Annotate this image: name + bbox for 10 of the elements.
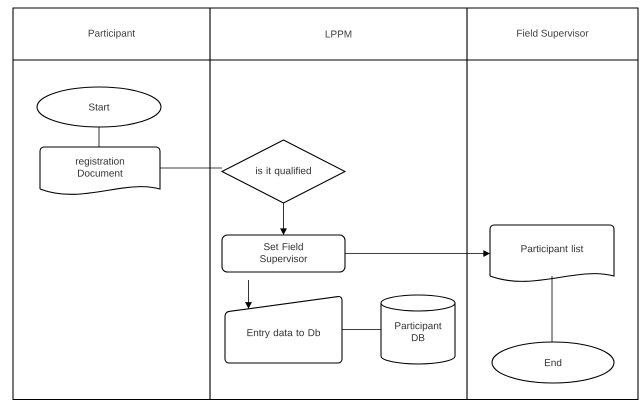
process-box: Set Field Supervisor xyxy=(221,234,346,273)
arrow xyxy=(280,202,287,235)
connector-line xyxy=(342,329,382,330)
connector-line xyxy=(98,126,100,148)
document-shape: registration Document xyxy=(39,146,161,195)
terminal-oval: Start xyxy=(36,86,162,128)
arrow xyxy=(344,250,490,257)
database-cylinder: Participant DB xyxy=(380,294,456,365)
terminal-oval: End xyxy=(491,341,615,384)
document-shape: Participant list xyxy=(489,224,615,282)
